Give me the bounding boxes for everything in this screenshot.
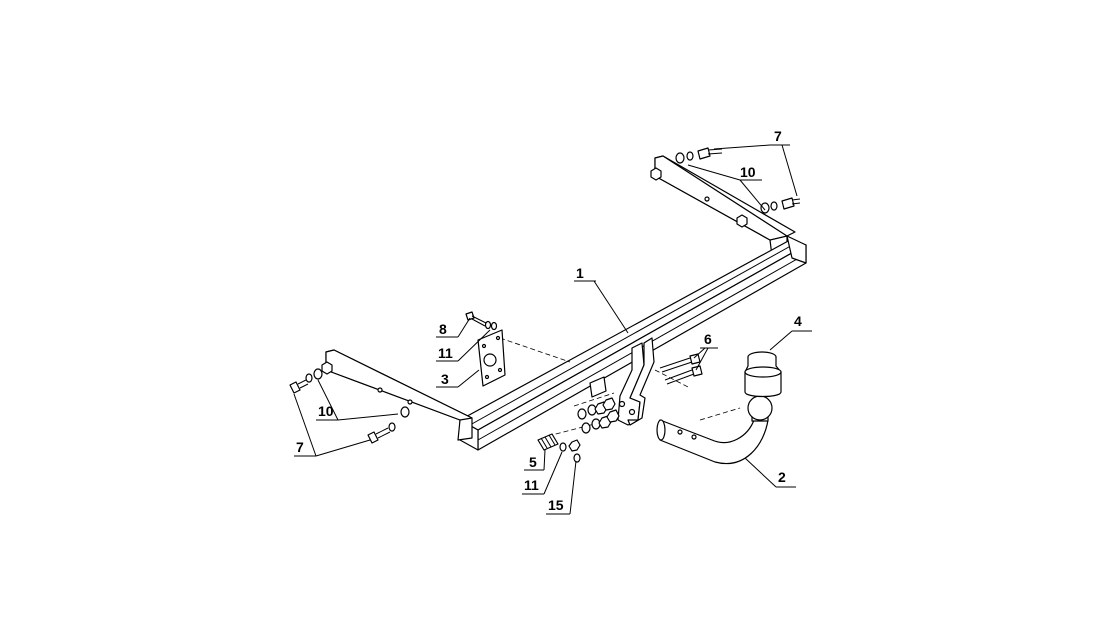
callout-1: 1 — [576, 265, 584, 281]
callout-labels: 1 2 3 4 5 6 7 7 8 10 10 11 11 15 — [296, 128, 802, 513]
callout-7-left: 7 — [296, 439, 304, 455]
socket-plate — [477, 329, 506, 387]
callout-2: 2 — [778, 469, 786, 485]
left-side-bracket — [321, 349, 473, 441]
callout-4: 4 — [794, 313, 802, 329]
tow-ball-neck — [656, 395, 773, 465]
callout-15: 15 — [548, 497, 564, 513]
callout-10-top: 10 — [740, 164, 756, 180]
callout-6: 6 — [704, 331, 712, 347]
bolt-set-left — [289, 368, 410, 444]
callout-10-left: 10 — [318, 403, 334, 419]
right-side-bracket — [650, 155, 796, 257]
bolt-set-top — [675, 147, 801, 214]
callout-5: 5 — [529, 454, 537, 470]
callout-3: 3 — [441, 371, 449, 387]
assembly-lines — [499, 337, 741, 437]
callout-8: 8 — [439, 321, 447, 337]
callout-11-bottom: 11 — [524, 477, 539, 493]
callout-7-top: 7 — [774, 128, 782, 144]
nut-cluster — [568, 397, 620, 452]
bolt-8 — [465, 311, 498, 331]
leader-lines — [293, 144, 812, 515]
ball-cover — [744, 351, 782, 398]
callout-11-plate: 11 — [438, 345, 453, 361]
bolt-set-6 — [659, 353, 703, 385]
centre-mount-bracket — [589, 337, 655, 426]
spring-clip — [537, 433, 581, 463]
